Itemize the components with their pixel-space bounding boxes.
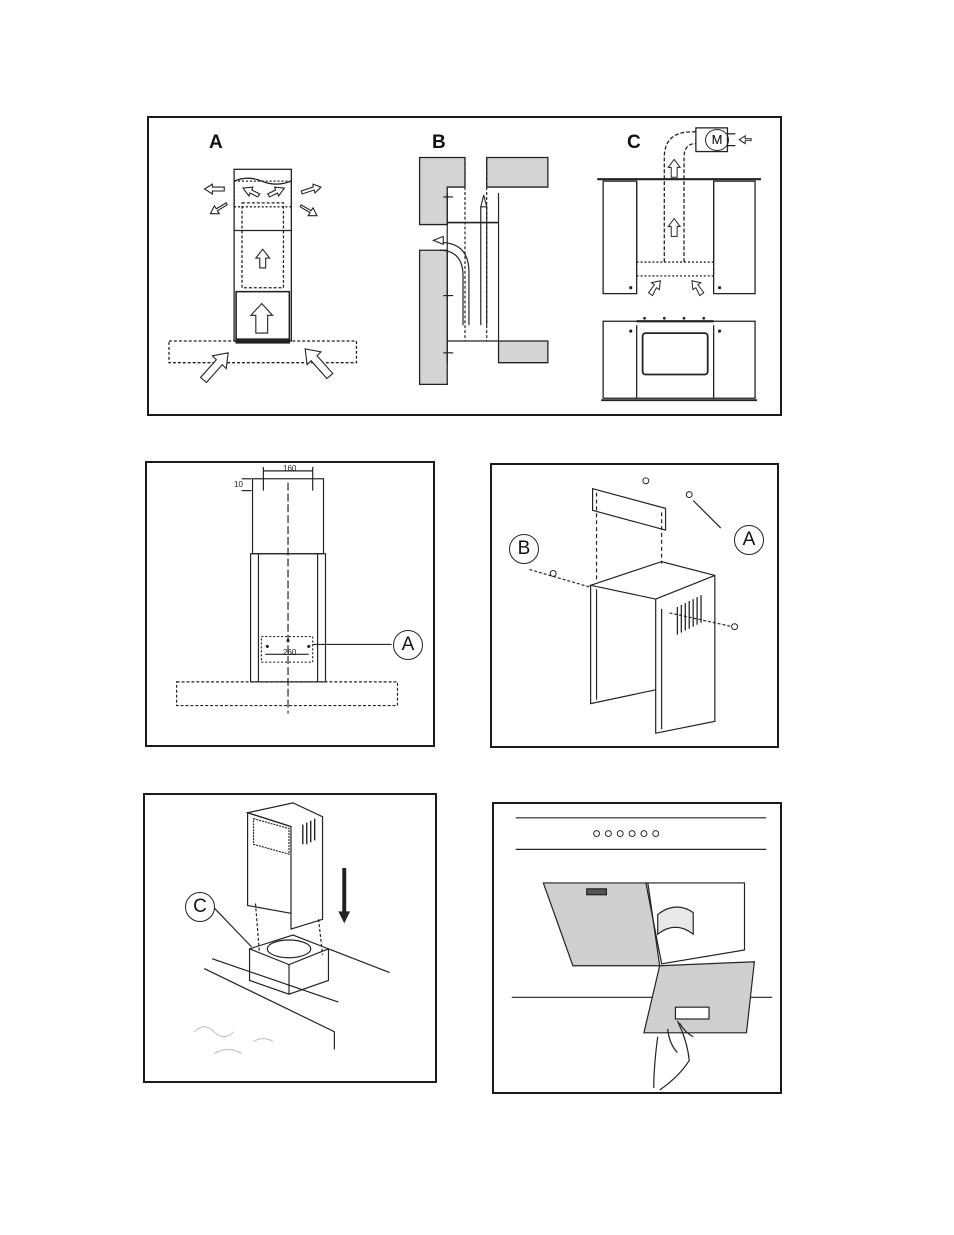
offset-dimension: 10 bbox=[234, 480, 243, 489]
down-arrow bbox=[338, 868, 350, 923]
bracket bbox=[593, 489, 666, 530]
mounting-dimensions-figure: 160 10 260 A bbox=[145, 461, 435, 747]
chimney-shell bbox=[591, 562, 715, 734]
callout-c: C bbox=[185, 892, 215, 922]
callout-a: A bbox=[734, 525, 764, 555]
width-dimension: 160 bbox=[283, 464, 296, 473]
installation-modes-drawing bbox=[149, 118, 780, 414]
motor-label: M bbox=[705, 129, 729, 151]
chimney-lowering-drawing bbox=[145, 795, 435, 1081]
hole-spacing-dimension: 260 bbox=[283, 648, 296, 657]
mode-b-label: B bbox=[432, 132, 446, 154]
filter-removal-figure bbox=[492, 802, 782, 1094]
cabinet-left bbox=[603, 181, 637, 293]
airflow-arrow bbox=[251, 303, 273, 333]
mounting-dimensions-drawing bbox=[147, 463, 433, 745]
chimney-lowering-figure: C bbox=[143, 793, 437, 1083]
cabinet-right bbox=[714, 181, 755, 293]
filter-panel-hand bbox=[644, 962, 754, 1033]
filter-removal-drawing bbox=[494, 804, 780, 1092]
callout-a: A bbox=[393, 630, 423, 660]
ceiling-outline bbox=[169, 341, 356, 363]
installation-modes-figure: A B C M bbox=[147, 116, 782, 416]
chimney-fixing-figure: B A bbox=[490, 463, 779, 748]
wall-section bbox=[420, 157, 465, 224]
mode-c-label: C bbox=[627, 132, 641, 154]
mode-a-label: A bbox=[209, 132, 223, 154]
callout-b: B bbox=[509, 534, 539, 564]
chimney-fixing-drawing bbox=[492, 465, 777, 746]
